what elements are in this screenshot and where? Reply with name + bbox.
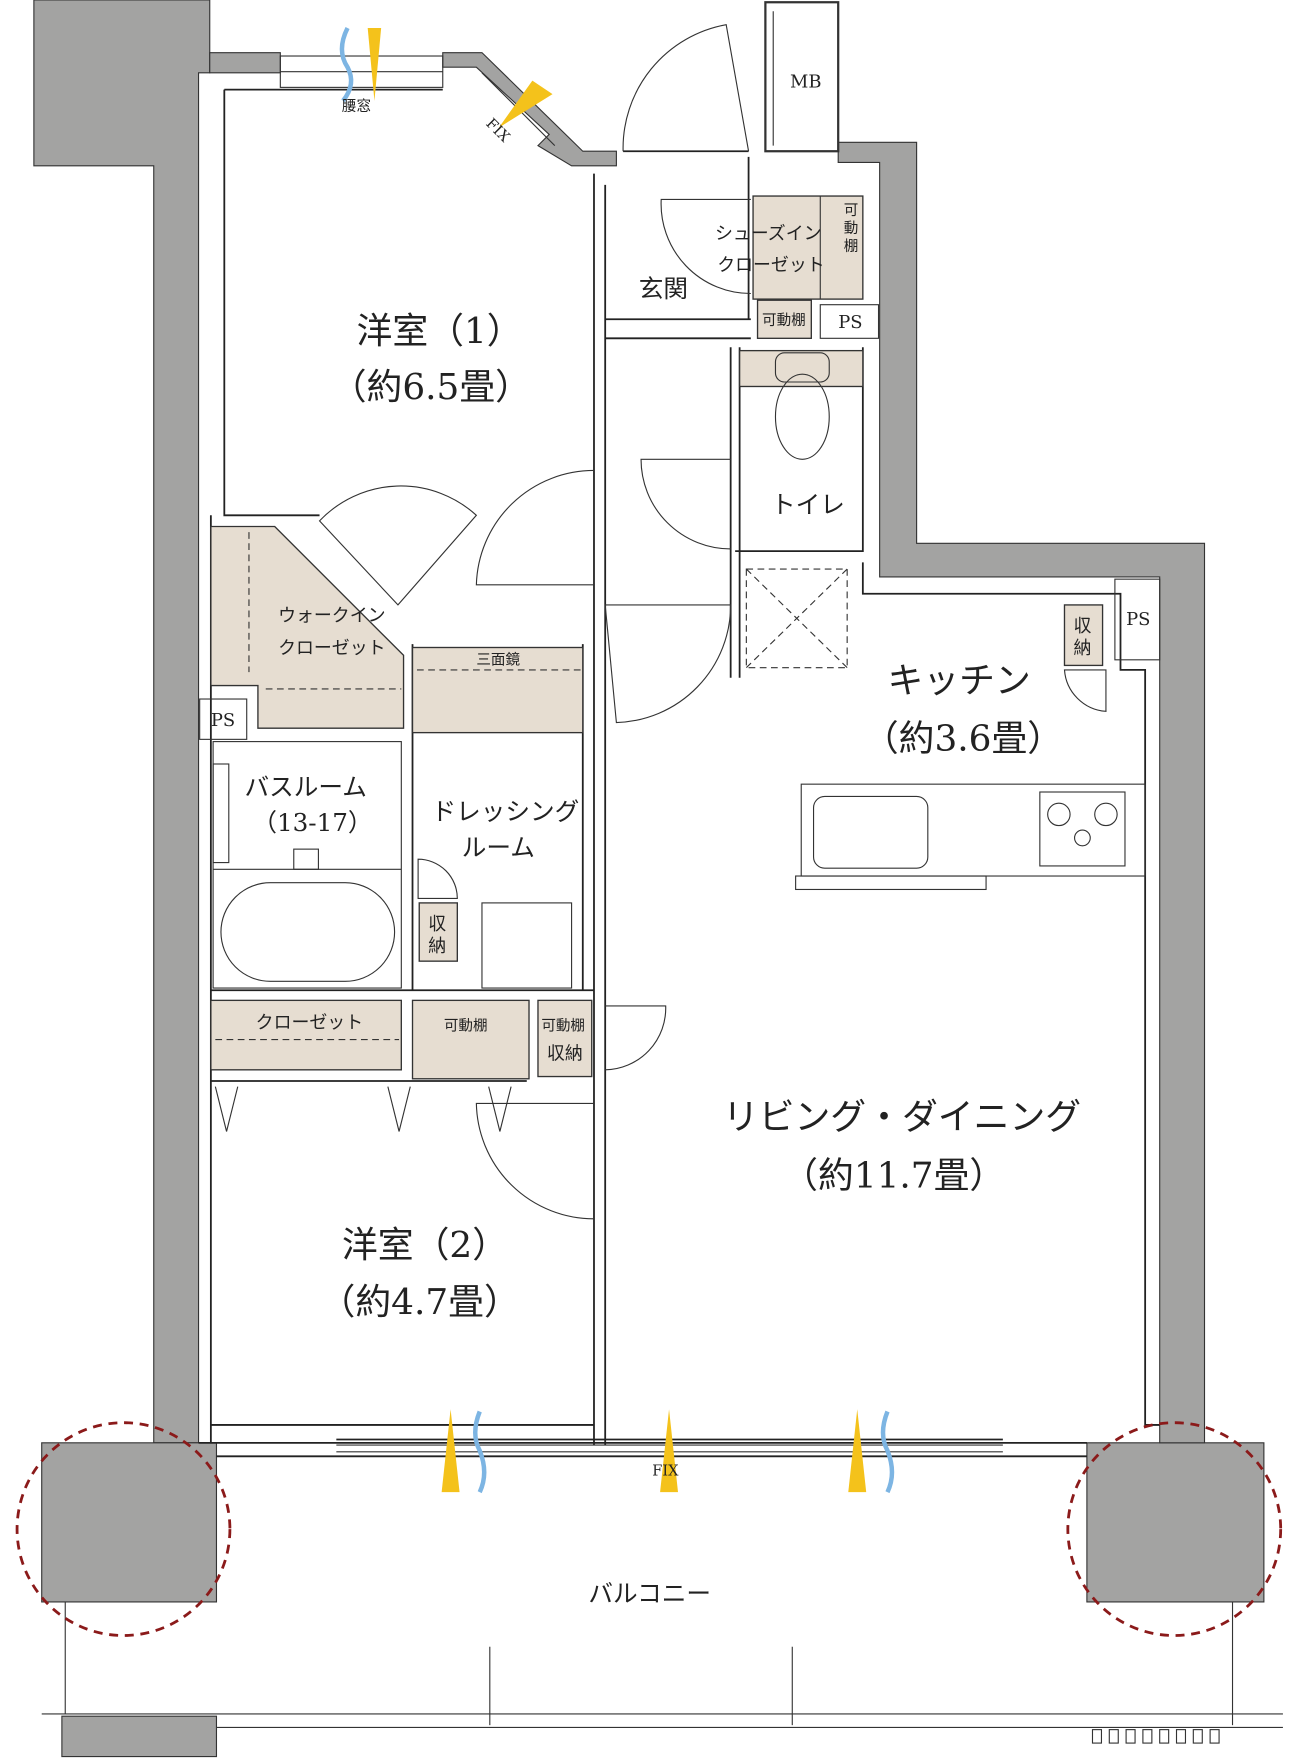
- dressing-line2: ルーム: [462, 833, 535, 862]
- doors: [318, 23, 1107, 1220]
- storage-shuu: 収: [1073, 616, 1091, 637]
- walk-in-closet: [210, 525, 405, 729]
- living-size: （約11.7畳）: [782, 1155, 1005, 1196]
- movable-shelf-label: 可動棚: [541, 1018, 585, 1035]
- dressing-line1: ドレッシング: [432, 797, 580, 826]
- shoes-shelf: [756, 299, 812, 339]
- movable-shelf-label: 可動棚: [444, 1018, 488, 1035]
- wind-icon: [339, 27, 354, 103]
- shoes-line1: シューズイン: [715, 224, 822, 245]
- bathroom-size: （13-17）: [252, 808, 372, 837]
- sun-icon: [660, 1409, 679, 1493]
- sun-icon: [441, 1409, 460, 1493]
- storage-label: 収納: [547, 1044, 583, 1065]
- western1-size: （約6.5畳）: [331, 367, 531, 408]
- ps-label: PS: [1126, 609, 1150, 630]
- toilet-fixture: [774, 352, 830, 460]
- wind-icon: [473, 1410, 487, 1494]
- balcony-label: バルコニー: [588, 1579, 711, 1608]
- closet-doors: [214, 1086, 512, 1132]
- shelf-dou: 動: [844, 220, 859, 237]
- sunlight-icons: [367, 28, 867, 1493]
- toilet-shelf: [738, 349, 864, 388]
- shoes-line2: クローゼット: [717, 255, 824, 276]
- shelf-tana: 棚: [844, 238, 859, 255]
- storage-nou: 納: [428, 936, 446, 957]
- mirror-vanity: [411, 646, 584, 734]
- living-name: リビング・ダイニング: [723, 1097, 1081, 1138]
- sun-icon: [498, 80, 553, 128]
- ventilation-icons: [339, 27, 895, 1494]
- mb-box: [764, 1, 840, 153]
- storage-ldk: [537, 999, 593, 1078]
- western1-name: 洋室（1）: [357, 311, 523, 352]
- sun-icon: [848, 1409, 867, 1493]
- toilet-label: トイレ: [771, 490, 845, 519]
- ps-label: PS: [211, 710, 235, 731]
- sun-icon: [367, 28, 382, 101]
- storage-shuu: 収: [428, 914, 446, 935]
- marker-circle-right: [1066, 1421, 1283, 1637]
- bathroom-name: バスルーム: [244, 772, 366, 801]
- fix-label: FIX: [652, 1462, 679, 1479]
- entrance-label: 玄関: [639, 274, 688, 303]
- shelf-ka: 可: [844, 202, 859, 219]
- storage-dressing: [418, 902, 458, 962]
- mirror-label: 三面鏡: [476, 651, 520, 668]
- western2-name: 洋室（2）: [342, 1225, 508, 1266]
- movable-shelf-label: 可動棚: [762, 312, 806, 329]
- koshimado-label: 腰窓: [342, 97, 371, 115]
- structural-walls: [33, 0, 1265, 1758]
- kitchen-name: キッチン: [887, 660, 1030, 701]
- shoes-closet: [752, 195, 864, 300]
- walkin-line2: クローゼット: [278, 638, 385, 659]
- movable-shelf: [411, 999, 530, 1080]
- ps-label: PS: [838, 312, 862, 333]
- walkin-line1: ウォークイン: [278, 606, 385, 627]
- western2-size: （約4.7畳）: [320, 1282, 520, 1323]
- closet-2: [210, 999, 402, 1071]
- storage-nou: 納: [1073, 638, 1091, 659]
- bathtub: [212, 741, 402, 989]
- mb-label: MB: [790, 71, 822, 92]
- washing-machine-pan: [481, 902, 573, 989]
- interior-walls: [198, 88, 1160, 1458]
- wind-icon: [880, 1410, 895, 1494]
- room-labels: 洋室（1） （約6.5畳） 洋室（2） （約4.7畳） キッチン （約3.6畳）…: [211, 97, 1151, 1608]
- balcony-railing: [41, 1601, 1283, 1744]
- marker-circle-left: [15, 1421, 232, 1637]
- kitchen-size: （約3.6畳）: [863, 719, 1063, 760]
- closet-label: クローゼット: [256, 1012, 363, 1033]
- storage-kitchen: [1063, 604, 1104, 667]
- kitchen-counter: [795, 783, 1146, 891]
- skylight-shaft: [745, 568, 848, 669]
